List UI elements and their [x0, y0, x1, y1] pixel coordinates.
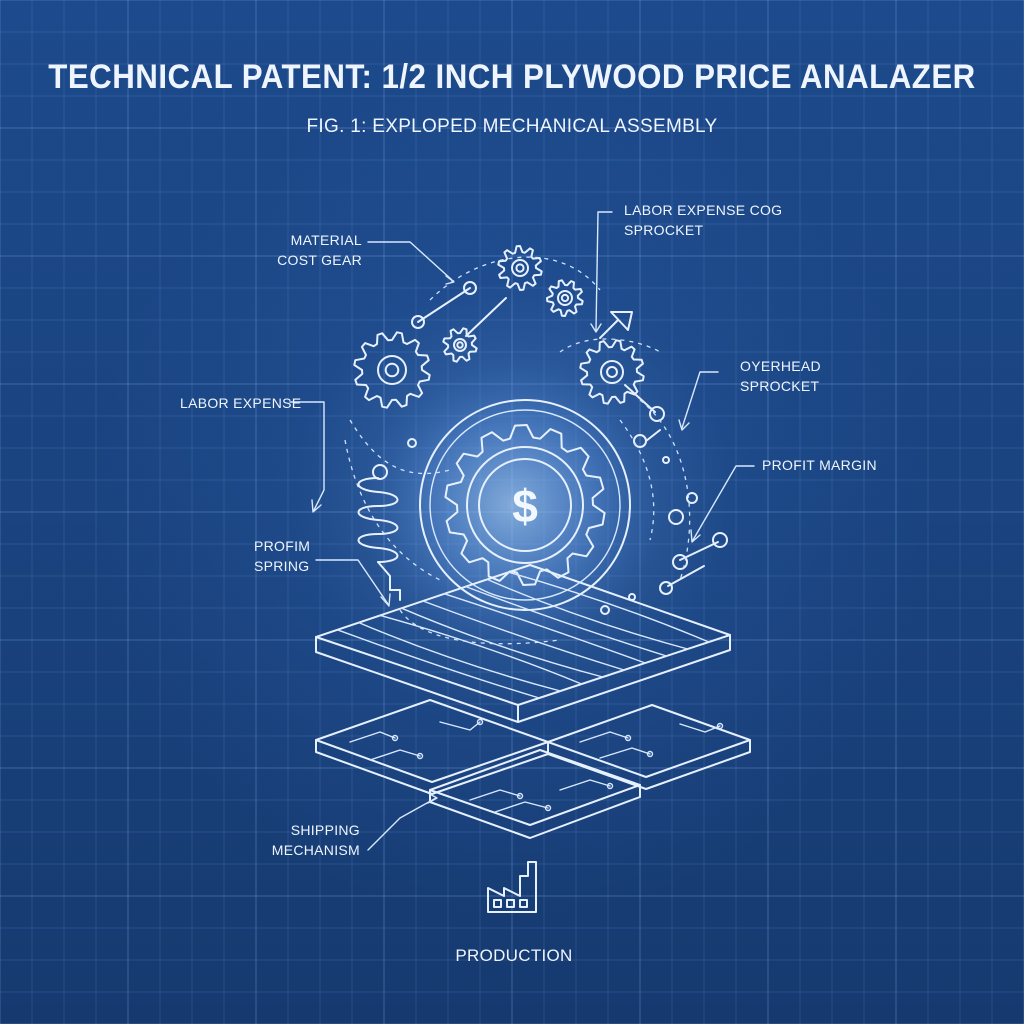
labor-cog-sprocket [579, 339, 645, 405]
plywood-bottom-sheet [429, 749, 641, 839]
label-line: SPROCKET [740, 378, 820, 394]
label-line: SPRING [254, 558, 310, 574]
factory-icon [487, 861, 537, 913]
profim-spring-coil [357, 464, 401, 601]
gear-top-1 [497, 245, 543, 291]
label-line: MATERIAL [290, 232, 362, 248]
motion-arcs [344, 256, 691, 645]
label-profim-spring: PROFIM SPRING [254, 536, 310, 576]
plywood-lower-right-sheet [547, 704, 751, 790]
label-line: SHIPPING [290, 822, 360, 838]
central-glow [362, 355, 662, 655]
label-line: COST GEAR [277, 252, 362, 268]
gear-small-1 [442, 327, 478, 363]
diagram-title: TECHNICAL PATENT: 1/2 INCH PLYWOOD PRICE… [48, 58, 976, 96]
label-line: SPROCKET [624, 222, 704, 238]
label-production: PRODUCTION [455, 946, 573, 965]
label-labor-expense-cog: LABOR EXPENSE COG SPROCKET [624, 200, 782, 240]
label-profit-margin: PROFIT MARGIN [762, 457, 877, 473]
leader-lines [289, 211, 755, 851]
label-line: MECHANISM [271, 842, 360, 858]
dollar-symbol: $ [512, 480, 538, 532]
label-overhead-sprocket: OYERHEAD SPROCKET [740, 356, 821, 396]
material-cost-gear [353, 331, 431, 409]
gear-top-2 [546, 279, 584, 317]
label-line: LABOR EXPENSE COG [624, 202, 783, 218]
label-labor-expense: LABOR EXPENSE [180, 395, 302, 411]
plywood-lower-left-sheet [315, 699, 549, 795]
label-line: OYERHEAD [740, 358, 821, 374]
label-shipping-mechanism: SHIPPING MECHANISM [250, 820, 360, 860]
label-material-cost-gear: MATERIAL COST GEAR [250, 230, 362, 270]
central-dollar-gear: $ [419, 399, 631, 611]
diagram-subtitle: FIG. 1: EXPLOPED MECHANICAL ASSEMBLY [306, 116, 718, 137]
plywood-top-sheet [315, 564, 731, 723]
label-line: PROFIM [254, 538, 311, 554]
circuit-traces [349, 718, 724, 813]
